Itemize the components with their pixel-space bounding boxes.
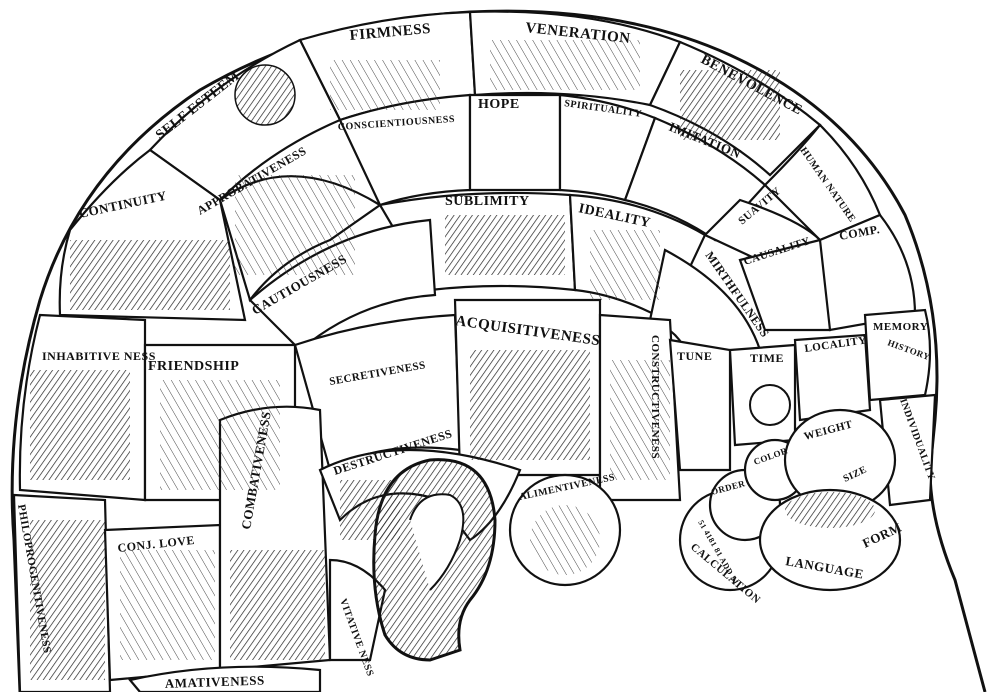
- label-inhabitiveness: INHABITIVE NESS: [42, 349, 156, 363]
- label-tune: TUNE: [677, 349, 712, 363]
- engraving-scenes: [30, 40, 875, 680]
- label-friendship: FRIENDSHIP: [148, 359, 239, 374]
- label-firmness: FIRMNESS: [349, 21, 432, 44]
- label-constructiveness: CONSTRUCTIVENESS: [649, 335, 661, 459]
- cell-amativeness: [127, 665, 322, 692]
- cell-self-esteem: [148, 38, 342, 202]
- label-amativeness: AMATIVENESS: [165, 673, 265, 691]
- cell-locality: [793, 333, 872, 422]
- label-memory: MEMORY: [873, 321, 928, 333]
- label-time: TIME: [750, 351, 784, 365]
- cell-vitativeness: [328, 558, 387, 662]
- label-sublimity: SUBLIMITY: [445, 194, 530, 209]
- label-hope: HOPE: [478, 97, 520, 112]
- ear-illustration: [372, 458, 497, 662]
- cell-human-nature: [763, 123, 882, 242]
- cell-tune: [668, 338, 732, 472]
